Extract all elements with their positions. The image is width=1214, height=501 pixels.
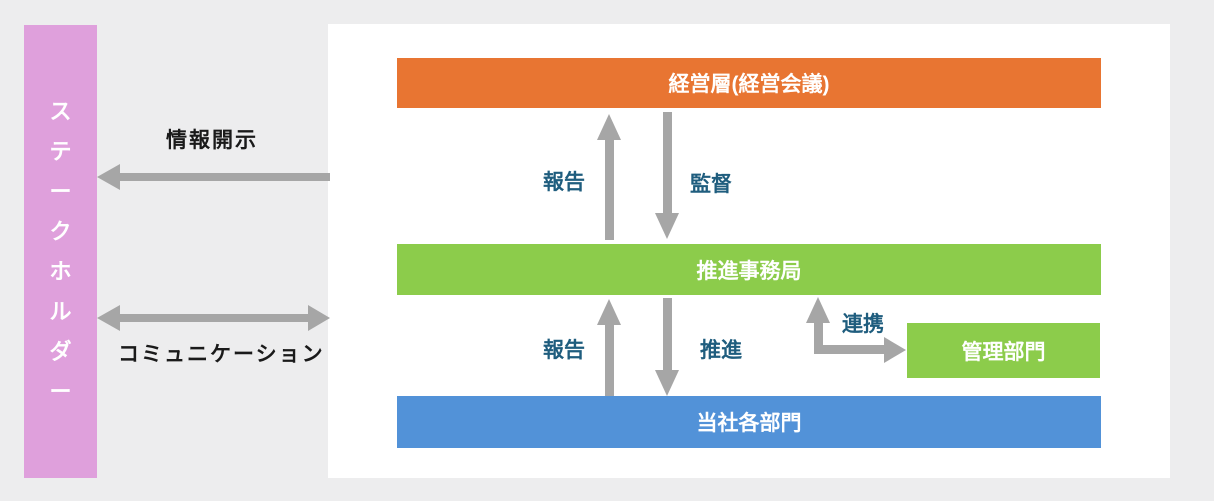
disclosure-arrow-shaft bbox=[119, 173, 330, 181]
promotion-label: 推進 bbox=[700, 339, 742, 362]
stakeholder-char: ー bbox=[49, 378, 72, 404]
cooperation-arrow-up-head-icon bbox=[806, 297, 830, 323]
cooperation-arrow-vertical-shaft bbox=[814, 322, 823, 353]
node-admin-label: 管理部門 bbox=[961, 340, 1046, 364]
stakeholder-char: ル bbox=[49, 298, 72, 324]
supervision-label: 監督 bbox=[690, 173, 732, 196]
cooperation-arrow-horizontal-shaft bbox=[814, 345, 885, 354]
stakeholder-char: ホ bbox=[49, 258, 72, 284]
report-bottom-arrow-shaft bbox=[605, 324, 614, 396]
promotion-arrow-shaft bbox=[663, 298, 672, 371]
communication-arrow-shaft bbox=[119, 314, 309, 322]
node-departments: 当社各部門 bbox=[397, 396, 1101, 448]
report-bottom-arrow-head-icon bbox=[597, 299, 621, 325]
node-secretariat: 推進事務局 bbox=[397, 244, 1101, 295]
communication-arrow-left-head-icon bbox=[97, 305, 120, 331]
disclosure-arrow-head-icon bbox=[97, 164, 120, 190]
node-admin: 管理部門 bbox=[907, 323, 1100, 378]
report-top-label: 報告 bbox=[543, 171, 585, 194]
stakeholder-bar: ス テ ー ク ホ ル ダ ー bbox=[24, 25, 97, 478]
communication-arrow-right-head-icon bbox=[308, 305, 330, 331]
cooperation-label: 連携 bbox=[842, 313, 884, 336]
stakeholder-char: ー bbox=[49, 178, 72, 204]
supervision-arrow-head-icon bbox=[655, 213, 679, 239]
disclosure-label: 情報開示 bbox=[166, 129, 258, 152]
report-top-arrow-head-icon bbox=[597, 114, 621, 140]
report-top-arrow-shaft bbox=[605, 139, 614, 240]
supervision-arrow-shaft bbox=[663, 112, 672, 214]
stakeholder-char: テ bbox=[49, 138, 72, 164]
stakeholder-char: ク bbox=[49, 218, 72, 244]
stakeholder-char: ス bbox=[49, 98, 72, 124]
node-departments-label: 当社各部門 bbox=[696, 412, 802, 435]
communication-label: コミュニケーション bbox=[118, 343, 325, 366]
node-management-label: 経営層(経営会議) bbox=[668, 73, 830, 96]
report-bottom-label: 報告 bbox=[543, 339, 585, 362]
promotion-arrow-head-icon bbox=[655, 370, 679, 396]
node-secretariat-label: 推進事務局 bbox=[696, 259, 802, 283]
node-management: 経営層(経営会議) bbox=[397, 58, 1101, 108]
stakeholder-char: ダ bbox=[49, 338, 72, 364]
cooperation-arrow-right-head-icon bbox=[884, 337, 906, 363]
